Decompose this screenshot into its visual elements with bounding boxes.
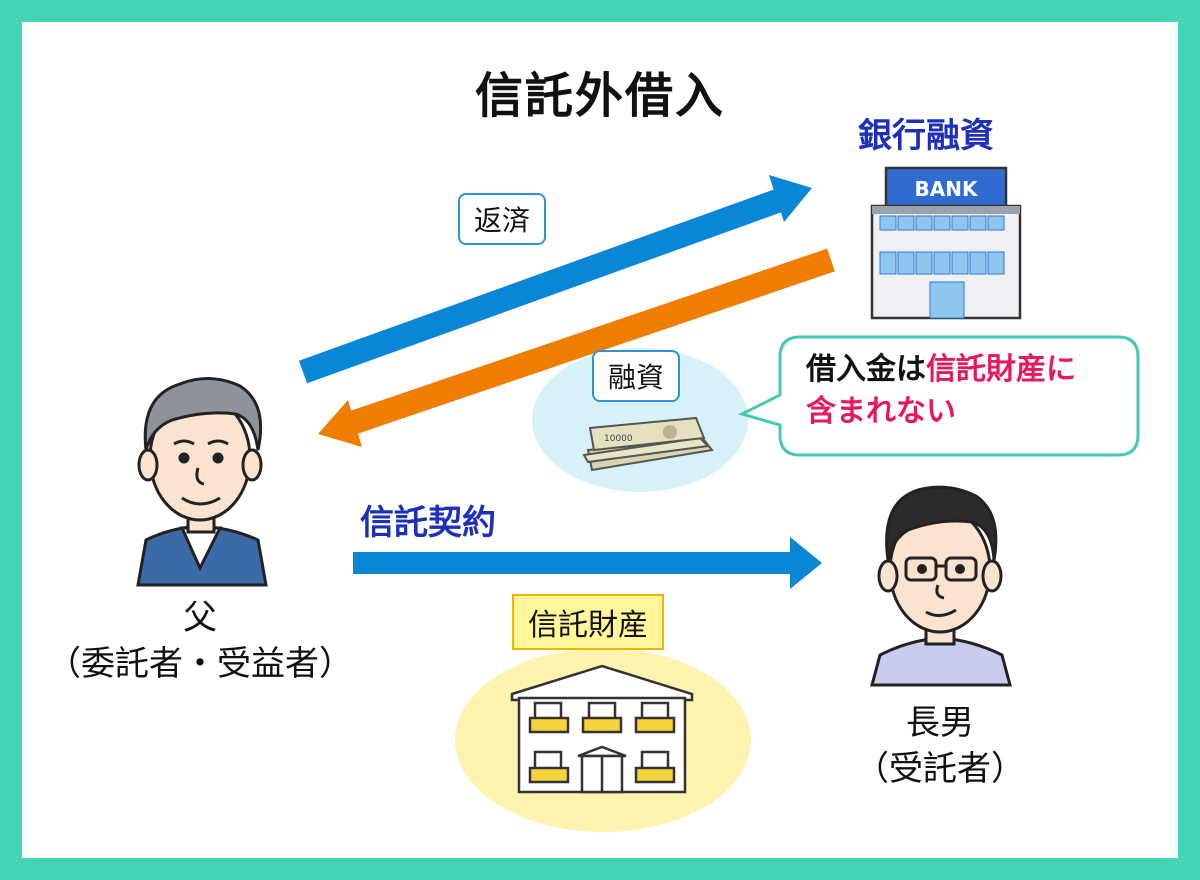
- bubble-text-normal: 借入金は: [806, 352, 926, 387]
- trust-contract-arrow: [353, 537, 822, 589]
- speech-bubble-line2: 含まれない: [806, 394, 956, 429]
- bubble-text-highlight: 信託財産に: [926, 352, 1076, 387]
- son-role: （受託者）: [855, 749, 1025, 789]
- father-avatar: [136, 377, 268, 587]
- father-label: 父 （委託者・受益者）: [20, 595, 380, 687]
- father-role: （委託者・受益者）: [47, 644, 353, 684]
- bank-building-icon: [870, 166, 1022, 320]
- loan-tag: 融資: [592, 350, 681, 402]
- repayment-arrow: [298, 175, 812, 384]
- speech-bubble-line1: 借入金は信託財産に: [806, 350, 1076, 390]
- banknote-value: 10000: [604, 434, 633, 444]
- page-title: 信託外借入: [474, 68, 725, 124]
- son-name: 長男: [906, 703, 974, 743]
- bank-loan-heading: 銀行融資: [858, 116, 994, 156]
- loan-arrow: [318, 248, 835, 447]
- repayment-tag: 返済: [458, 193, 547, 245]
- trust-contract-label: 信託契約: [360, 503, 496, 543]
- banknote-stack-icon: [582, 416, 714, 472]
- bank-sign: BANK: [915, 177, 979, 201]
- speech-bubble: [737, 335, 1140, 457]
- father-name: 父: [183, 598, 217, 638]
- son-label: 長男 （受託者）: [760, 700, 1120, 792]
- son-avatar: [870, 485, 1012, 687]
- trust-property-tag: 信託財産: [512, 594, 664, 650]
- apartment-building-icon: [510, 664, 694, 794]
